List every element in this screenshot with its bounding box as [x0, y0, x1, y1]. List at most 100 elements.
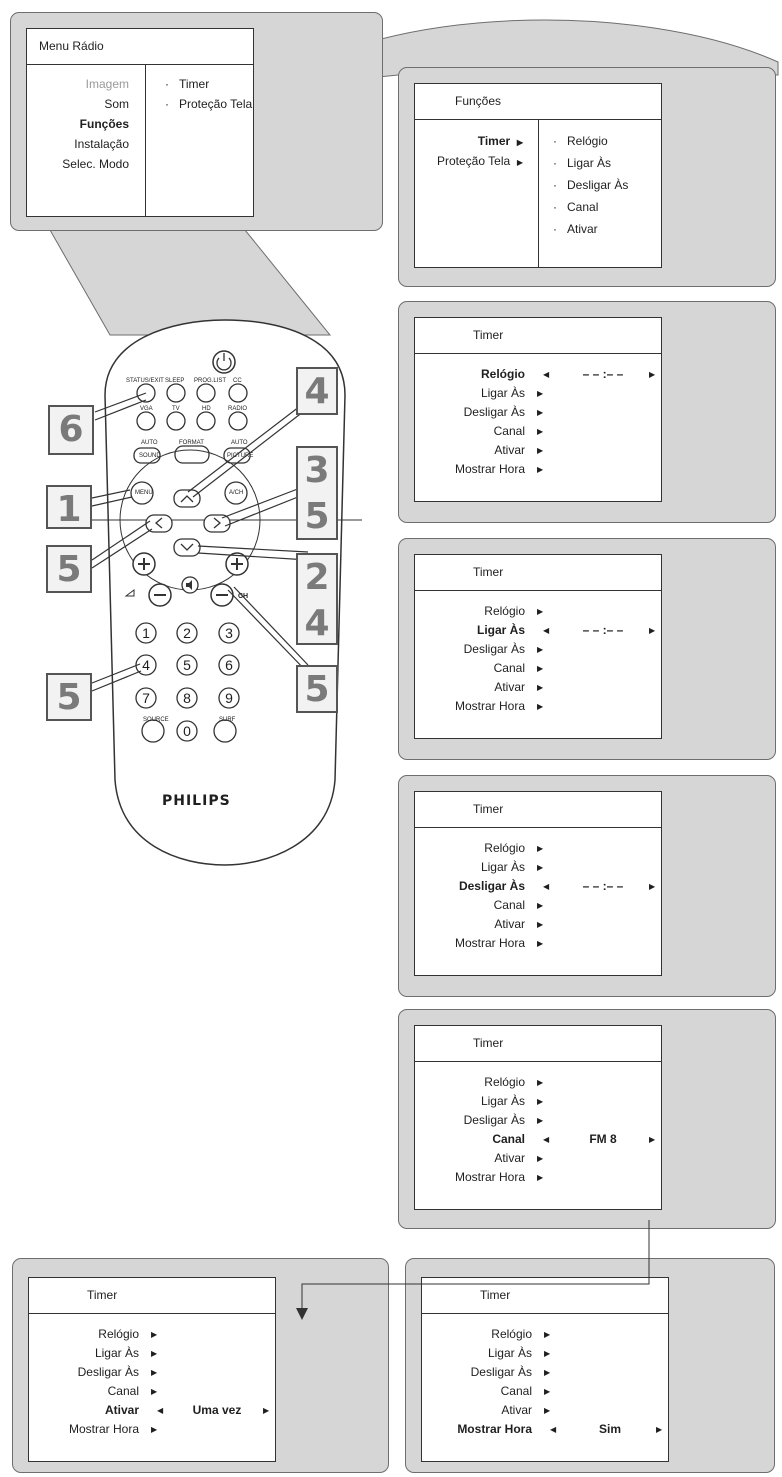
timer-item[interactable]: Ativar [104, 1403, 139, 1417]
submenu-item-timer[interactable]: Timer [179, 77, 210, 91]
digit-7-button [135, 687, 157, 709]
timer-item[interactable]: Relógio [484, 604, 525, 618]
timer-value[interactable]: FM 8 [589, 1132, 617, 1146]
timer-value[interactable]: Uma vez [192, 1403, 242, 1417]
digit-label-5: 5 [183, 657, 191, 673]
step-leader-lines [91, 392, 309, 692]
timer-item[interactable]: Ativar [494, 443, 525, 457]
funcoes-item-protecao[interactable]: Proteção Tela [437, 154, 511, 168]
sound-button [133, 447, 161, 464]
menu-radio-title: Menu Rádio [39, 39, 104, 53]
timer-item[interactable]: Ligar Às [476, 623, 525, 637]
timer-item[interactable]: Ligar Às [487, 1346, 532, 1360]
arrow-right-icon: ▶ [649, 1135, 656, 1144]
funcoes-sub-ativar[interactable]: Ativar [567, 222, 598, 236]
menu-item-selec-modo[interactable]: Selec. Modo [62, 157, 129, 171]
timer-value[interactable]: – – :– – [582, 367, 624, 381]
timer-item[interactable]: Canal [492, 1132, 525, 1146]
timer-item[interactable]: Ativar [494, 1151, 525, 1165]
digit-3-button [218, 622, 240, 644]
funcoes-sub-ligar[interactable]: Ligar Às [567, 156, 612, 170]
menu-item-instalacao[interactable]: Instalação [74, 137, 129, 151]
timer-item[interactable]: Relógio [484, 841, 525, 855]
timer-value[interactable]: – – :– – [582, 879, 624, 893]
funcoes-item-timer[interactable]: Timer [477, 134, 511, 148]
digit-label-2: 2 [183, 625, 191, 641]
digit-label-7: 7 [142, 690, 150, 706]
arrow-left-icon: ◀ [157, 1406, 164, 1415]
timer-item[interactable]: Desligar Às [458, 879, 525, 893]
digit-6-button [218, 654, 240, 676]
timer-item[interactable]: Ligar Às [480, 386, 525, 400]
timer-item[interactable]: Desligar Às [463, 1113, 525, 1127]
timer-item[interactable]: Desligar Às [77, 1365, 139, 1379]
timer-item[interactable]: Mostrar Hora [454, 1170, 525, 1184]
arrow-right-icon: ▶ [537, 389, 544, 398]
arrow-left-icon: ◀ [543, 626, 550, 635]
timer-item[interactable]: Canal [493, 424, 525, 438]
arrow-right-icon: ▶ [537, 702, 544, 711]
arrow-left-icon: ◀ [550, 1425, 557, 1434]
timer-item[interactable]: Ativar [501, 1403, 532, 1417]
arrow-right-icon: ▶ [537, 1173, 544, 1182]
timer-item[interactable]: Desligar Às [463, 405, 525, 419]
timer-value[interactable]: – – :– – [582, 623, 624, 637]
digit-label-9: 9 [225, 690, 233, 706]
timer-item[interactable]: Ligar Às [94, 1346, 139, 1360]
timer-item[interactable]: Desligar Às [463, 642, 525, 656]
funcoes-box: Funções Timer ▶ Proteção Tela ▶ · Relógi… [414, 83, 662, 268]
funcoes-title: Funções [455, 94, 502, 108]
menu-item-som[interactable]: Som [104, 97, 129, 111]
arrow-right-icon: ▶ [151, 1330, 158, 1339]
volume-icon [124, 589, 135, 597]
step-2-label: 2 [304, 557, 330, 598]
arrow-right-icon: ▶ [544, 1349, 551, 1358]
timer-item[interactable]: Mostrar Hora [457, 1422, 532, 1436]
timer-item[interactable]: Ativar [494, 917, 525, 931]
timer-title: Timer [473, 565, 504, 579]
digit-label-8: 8 [183, 690, 191, 706]
timer-item[interactable]: Relógio [481, 367, 525, 381]
label-picture: PICTURE [227, 453, 254, 459]
digit-label-0: 0 [183, 723, 191, 739]
arrow-right-icon: ▶ [537, 446, 544, 455]
arrow-left-icon: ◀ [543, 1135, 550, 1144]
timer-item[interactable]: Mostrar Hora [454, 699, 525, 713]
timer-item[interactable]: Canal [493, 898, 525, 912]
timer-item[interactable]: Relógio [491, 1327, 532, 1341]
funcoes-sub-desligar[interactable]: Desligar Às [567, 178, 629, 192]
digit-2-button [176, 622, 198, 644]
funcoes-sub-relogio[interactable]: Relógio [567, 134, 608, 148]
menu-item-funcoes[interactable]: Funções [79, 117, 129, 131]
timer-item[interactable]: Canal [107, 1384, 139, 1398]
step-badge-5-left-lower: 5 [46, 673, 92, 721]
arrow-right-icon: ▶ [649, 882, 656, 891]
timer-item[interactable]: Relógio [98, 1327, 139, 1341]
hd-button [196, 411, 216, 431]
timer-item[interactable]: Canal [493, 661, 525, 675]
timer-item[interactable]: Ligar Às [480, 860, 525, 874]
timer-item[interactable]: Mostrar Hora [454, 462, 525, 476]
label-auto-right: AUTO [231, 440, 248, 446]
up-button [173, 489, 201, 508]
timer-item[interactable]: Mostrar Hora [68, 1422, 139, 1436]
timer-item[interactable]: Ligar Às [480, 1094, 525, 1108]
arrow-right-icon: ▶ [537, 920, 544, 929]
timer-value[interactable]: Sim [598, 1422, 621, 1436]
power-icon [216, 357, 232, 371]
timer-item[interactable]: Desligar Às [470, 1365, 532, 1379]
timer-item[interactable]: Canal [500, 1384, 532, 1398]
menu-item-imagem[interactable]: Imagem [85, 77, 129, 91]
timer-item[interactable]: Ativar [494, 680, 525, 694]
mute-icon [186, 580, 192, 590]
label-radio: RADIO [228, 406, 248, 412]
surf-button [213, 719, 237, 743]
funcoes-sub-canal[interactable]: Canal [567, 200, 599, 214]
submenu-item-protecao-tela[interactable]: Proteção Tela [179, 97, 253, 111]
timer-item[interactable]: Relógio [484, 1075, 525, 1089]
timer-item[interactable]: Mostrar Hora [454, 936, 525, 950]
